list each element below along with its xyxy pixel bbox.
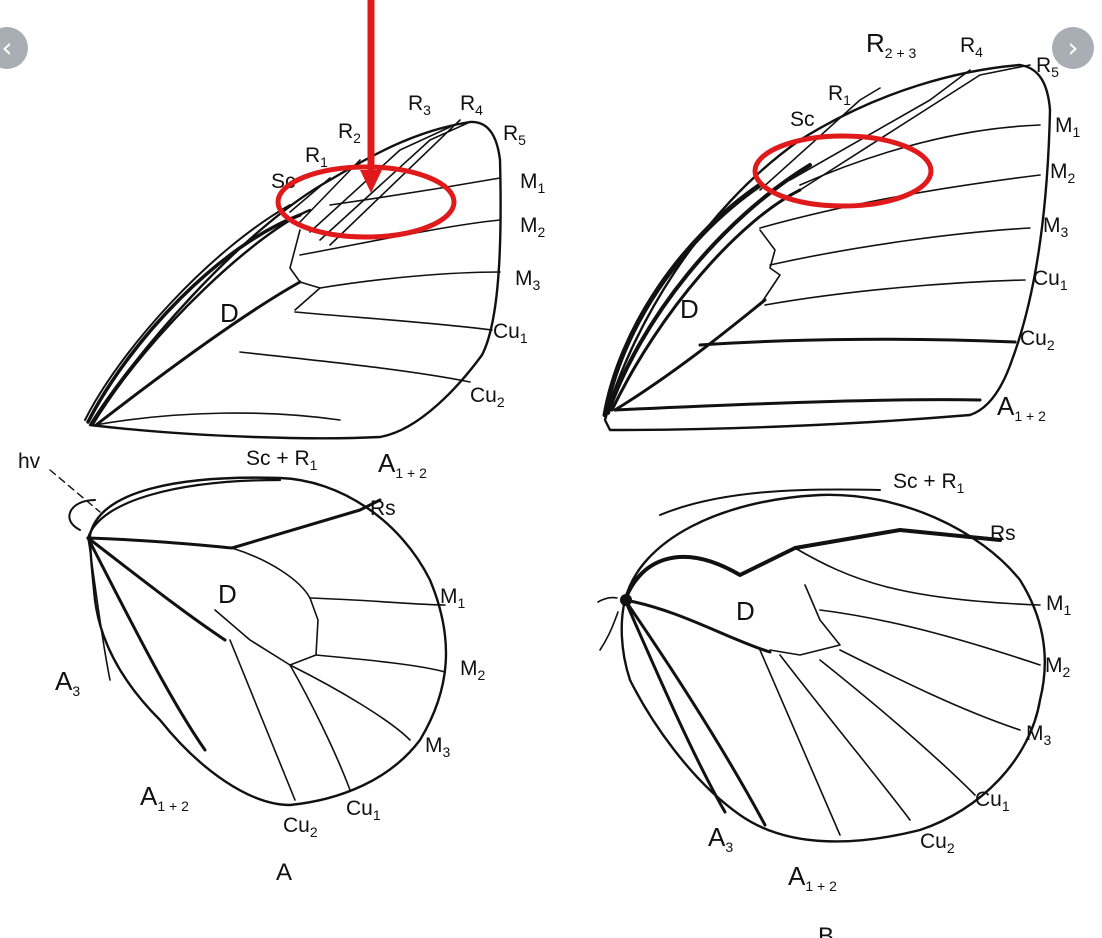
- vein: [240, 352, 470, 382]
- vein: [625, 600, 725, 812]
- vein: [290, 665, 350, 790]
- vein: [290, 665, 410, 740]
- vein: [795, 548, 1040, 605]
- label-r1: R1: [828, 82, 851, 108]
- right-hindwing-labels: Sc + R1 Rs M1 M2 M3 Cu1 Cu2 D A3 A1 + 2 …: [708, 470, 1072, 938]
- right-forewing-outline: [605, 65, 1050, 430]
- label-a3: A3: [708, 822, 733, 855]
- label-m1: M1: [440, 585, 466, 611]
- vein: [770, 585, 840, 655]
- red-arrow-head: [360, 170, 382, 193]
- label-scr1: Sc + R1: [893, 470, 965, 496]
- vein: [820, 660, 975, 795]
- vein: [95, 413, 340, 425]
- label-cu1: Cu1: [1033, 267, 1068, 293]
- vein: [230, 640, 295, 800]
- label-cu1: Cu1: [975, 788, 1010, 814]
- label-cu2: Cu2: [920, 830, 955, 856]
- label-m2: M2: [520, 214, 546, 240]
- vein: [700, 339, 1015, 345]
- label-m3: M3: [425, 734, 451, 760]
- vein: [232, 548, 310, 598]
- label-m1: M1: [1055, 114, 1081, 140]
- label-cu2: Cu2: [1020, 327, 1055, 353]
- label-rs: Rs: [990, 522, 1016, 545]
- vein: [295, 312, 492, 330]
- vein: [770, 228, 1030, 265]
- label-m3: M3: [1026, 722, 1052, 748]
- left-forewing: [85, 120, 501, 438]
- label-rs: Rs: [370, 497, 396, 520]
- vein: [760, 650, 840, 835]
- figure-letter-b: B: [818, 923, 834, 938]
- label-r1: R1: [305, 144, 328, 170]
- vein: [88, 480, 280, 538]
- vein: [88, 500, 380, 548]
- vein: [765, 280, 1025, 305]
- label-hv: hv: [18, 450, 41, 473]
- label-a12: A1 + 2: [997, 391, 1046, 424]
- vein: [625, 600, 765, 825]
- label-m1: M1: [1046, 592, 1072, 618]
- vein: [615, 400, 980, 410]
- right-forewing: [605, 65, 1050, 430]
- vein: [290, 230, 320, 310]
- label-d: D: [218, 579, 237, 609]
- left-hindwing-outline: [90, 478, 446, 805]
- label-m2: M2: [1050, 160, 1076, 186]
- vein: [612, 190, 800, 410]
- label-r23: R2 + 3: [866, 28, 917, 61]
- left-hindwing: [50, 470, 446, 805]
- label-m2: M2: [460, 657, 486, 683]
- label-a12: A1 + 2: [378, 448, 427, 481]
- label-m1: M1: [520, 170, 546, 196]
- label-sc: Sc: [790, 108, 815, 131]
- next-image-button[interactable]: ›: [1052, 27, 1094, 69]
- vein: [598, 598, 618, 650]
- label-scr1: Sc + R1: [246, 447, 318, 473]
- label-d: D: [680, 294, 699, 324]
- label-cu1: Cu1: [493, 320, 528, 346]
- label-a12: A1 + 2: [788, 861, 837, 894]
- vein: [88, 215, 300, 422]
- label-cu1: Cu1: [346, 797, 381, 823]
- chevron-right-icon: ›: [1067, 34, 1078, 62]
- label-m3: M3: [1043, 214, 1069, 240]
- label-a12: A1 + 2: [140, 781, 189, 814]
- vein: [320, 272, 500, 288]
- vein: [625, 530, 1000, 600]
- label-m2: M2: [1045, 654, 1071, 680]
- chevron-left-icon: ‹: [1, 34, 12, 62]
- vein: [93, 210, 310, 424]
- figure-letter-a: A: [276, 859, 292, 886]
- vein: [88, 538, 225, 640]
- label-a3: A3: [55, 666, 80, 699]
- label-r2: R2: [338, 120, 361, 146]
- label-d: D: [736, 596, 755, 626]
- vein: [760, 230, 780, 305]
- vein: [316, 655, 445, 672]
- label-d: D: [220, 298, 239, 328]
- label-r4: R4: [960, 34, 983, 60]
- label-r4: R4: [460, 92, 483, 118]
- label-m3: M3: [515, 267, 541, 293]
- vein: [300, 220, 500, 255]
- vein: [660, 489, 880, 515]
- wing-base-dot: [620, 594, 632, 606]
- vein: [840, 650, 1020, 730]
- label-cu2: Cu2: [470, 384, 505, 410]
- vein: [310, 598, 445, 605]
- label-cu2: Cu2: [283, 814, 318, 840]
- label-r5: R5: [503, 122, 526, 148]
- label-r3: R3: [408, 92, 431, 118]
